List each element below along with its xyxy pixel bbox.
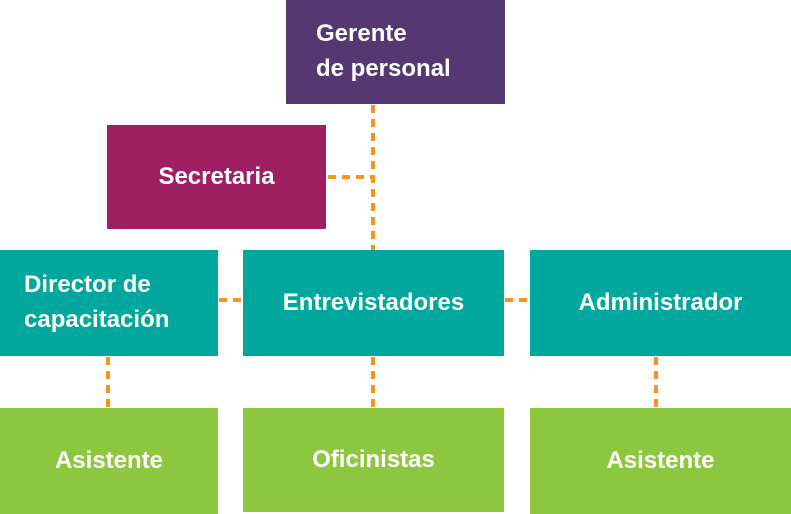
node-asistente-left: Asistente [0, 408, 218, 514]
node-secretaria: Secretaria [107, 125, 326, 229]
node-oficinistas: Oficinistas [243, 408, 504, 512]
node-administrador: Administrador [530, 250, 791, 356]
node-label: Entrevistadores [282, 288, 465, 316]
node-label: Asistente [606, 446, 715, 474]
node-label: Director de capacitación [24, 271, 170, 333]
node-label: Administrador [578, 288, 743, 316]
node-director-de-capacitacion: Director de capacitación [0, 250, 218, 356]
node-gerente-de-personal: Gerente de personal [286, 0, 505, 104]
node-label: Secretaria [158, 162, 275, 190]
node-entrevistadores: Entrevistadores [243, 250, 504, 356]
node-label: Asistente [54, 446, 164, 474]
node-label: Oficinistas [312, 445, 435, 473]
node-asistente-right: Asistente [530, 408, 791, 514]
node-label: Gerente de personal [316, 20, 451, 82]
